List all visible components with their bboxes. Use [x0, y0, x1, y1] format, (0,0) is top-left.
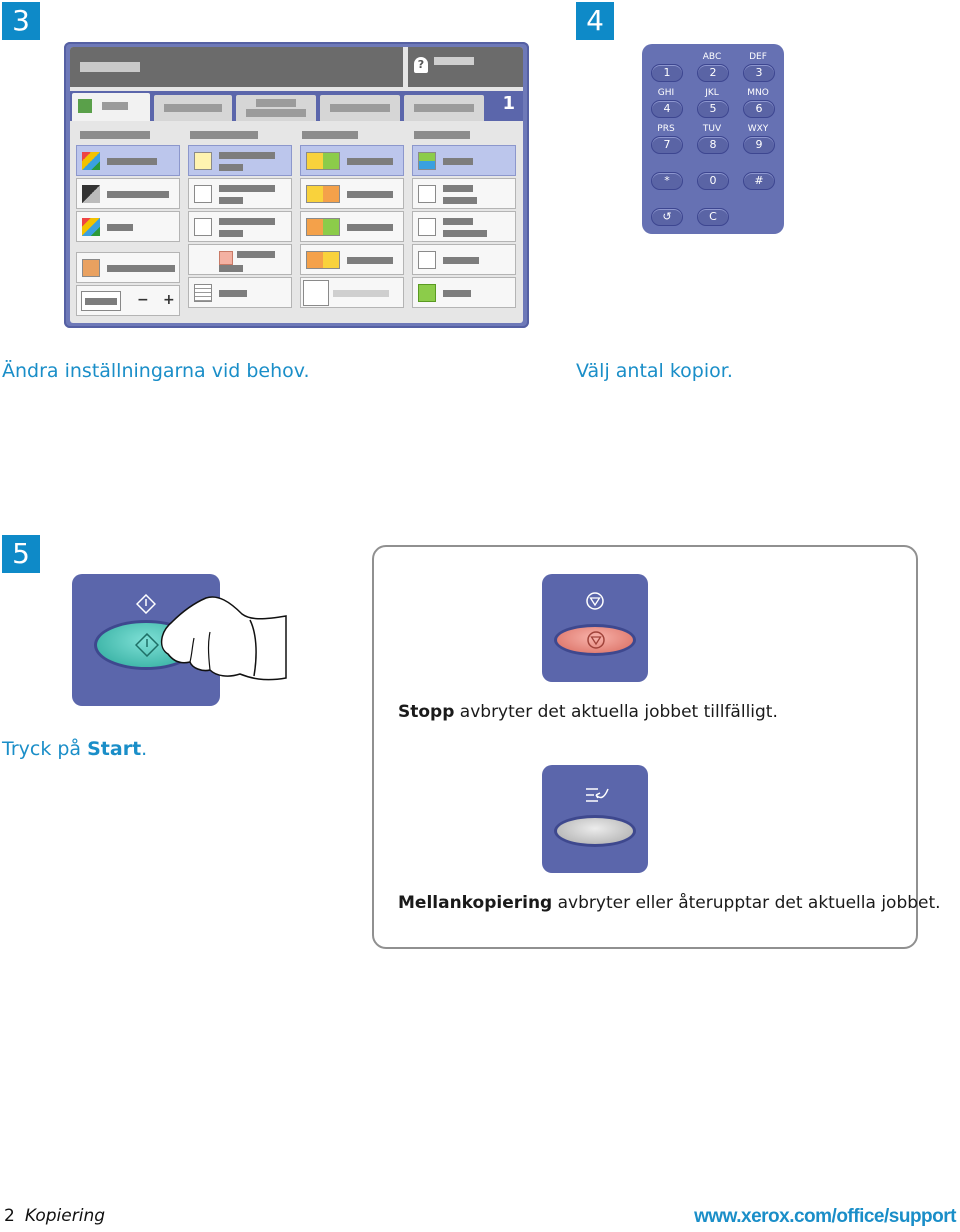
settings-column-4: [412, 145, 516, 315]
interrupt-text: avbryter eller återupptar det aktuella j…: [552, 893, 941, 913]
sides-option-1[interactable]: [300, 145, 404, 176]
column-header-2: [190, 131, 258, 139]
settings-column-3: [300, 145, 404, 315]
step-4-badge: 4: [576, 2, 614, 40]
key-letters-8: TUV: [702, 124, 722, 134]
tab-copy[interactable]: [72, 93, 150, 121]
reduce-option-4[interactable]: [188, 244, 292, 275]
key-4[interactable]: 4: [651, 100, 683, 118]
question-icon[interactable]: ?: [414, 57, 428, 73]
interrupt-button-key[interactable]: [554, 815, 636, 847]
step-5-caption-bold: Start: [87, 738, 142, 760]
stop-button[interactable]: [542, 574, 648, 682]
column-header-4: [414, 131, 470, 139]
key-letters-4: GHI: [657, 88, 675, 98]
key-letters-3: DEF: [749, 52, 767, 62]
hand-pressing-illustration: [160, 596, 287, 681]
minus-icon[interactable]: −: [137, 292, 149, 308]
key-5[interactable]: 5: [697, 100, 729, 118]
job-count: 1: [502, 93, 515, 114]
settings-column-1: − +: [76, 145, 180, 316]
tab-4[interactable]: [320, 95, 400, 121]
key-2[interactable]: 2: [697, 64, 729, 82]
step-3-badge: 3: [2, 2, 40, 40]
color-auto-option[interactable]: [76, 145, 180, 176]
touchscreen-display: ? 1 − +: [70, 47, 523, 323]
step-5-badge: 5: [2, 535, 40, 573]
key-hash[interactable]: #: [743, 172, 775, 190]
reduce-more-option[interactable]: [188, 277, 292, 308]
stop-icon: [586, 592, 604, 610]
key-letters-2: ABC: [702, 52, 722, 62]
key-letters-6: MNO: [747, 88, 769, 98]
stop-description: Stopp avbryter det aktuella jobbet tillf…: [398, 702, 778, 722]
interrupt-description: Mellankopiering avbryter eller återuppta…: [398, 893, 941, 913]
sides-option-4[interactable]: [300, 244, 404, 275]
interrupt-icon: [586, 788, 609, 802]
key-0[interactable]: 0: [697, 172, 729, 190]
step-5-caption-prefix: Tryck på: [2, 738, 88, 760]
stop-interrupt-info-box: [372, 545, 918, 949]
key-letters-5: JKL: [705, 88, 719, 98]
key-6[interactable]: 6: [743, 100, 775, 118]
sides-more-option[interactable]: [300, 277, 404, 308]
key-3[interactable]: 3: [743, 64, 775, 82]
step-5-caption-suffix: .: [141, 738, 148, 760]
reduce-enlarge-control[interactable]: − +: [76, 285, 180, 316]
reduce-auto-option[interactable]: [188, 145, 292, 176]
support-link[interactable]: www.xerox.com/office/support: [694, 1206, 956, 1227]
start-icon: [136, 594, 156, 614]
stop-button-key[interactable]: [554, 624, 636, 656]
paper-supply-option[interactable]: [76, 252, 180, 283]
interrupt-label: Mellankopiering: [398, 893, 553, 913]
step-4-caption: Välj antal kopior.: [576, 360, 733, 382]
tab-2[interactable]: [154, 95, 232, 121]
start-key-icon: [135, 633, 159, 657]
settings-column-2: [188, 145, 292, 315]
reduce-option-2[interactable]: [188, 178, 292, 209]
key-8[interactable]: 8: [697, 136, 729, 154]
column-header-1: [80, 131, 150, 139]
reduce-option-3[interactable]: [188, 211, 292, 242]
key-letters-9: WXY: [747, 124, 769, 134]
section-name: Kopiering: [24, 1206, 106, 1226]
stop-text: avbryter det aktuella jobbet tillfälligt…: [454, 702, 778, 722]
output-collated-option[interactable]: [412, 145, 516, 176]
output-option-4[interactable]: [412, 244, 516, 275]
output-option-2[interactable]: [412, 178, 516, 209]
page-number: 2: [4, 1206, 15, 1226]
stop-key-icon: [587, 631, 605, 649]
key-9[interactable]: 9: [743, 136, 775, 154]
sides-option-2[interactable]: [300, 178, 404, 209]
key-C[interactable]: C: [697, 208, 729, 226]
dial-pause-icon[interactable]: ↺: [651, 208, 683, 226]
key-letters-7: PRS: [657, 124, 675, 134]
column-header-3: [302, 131, 358, 139]
step-3-caption: Ändra inställningarna vid behov.: [2, 360, 310, 382]
interrupt-button[interactable]: [542, 765, 648, 873]
tab-3[interactable]: [236, 95, 316, 121]
output-more-option[interactable]: [412, 277, 516, 308]
stop-label: Stopp: [398, 702, 455, 722]
color-bw-option[interactable]: [76, 178, 180, 209]
help-area[interactable]: ?: [408, 47, 523, 87]
tab-bar: 1: [70, 91, 523, 121]
plus-icon[interactable]: +: [163, 292, 175, 308]
sides-option-3[interactable]: [300, 211, 404, 242]
color-full-option[interactable]: [76, 211, 180, 242]
output-option-3[interactable]: [412, 211, 516, 242]
status-bar: [70, 47, 403, 87]
touchscreen-panel: ? 1 − +: [64, 42, 529, 328]
footer-page-info: 2 Kopiering: [4, 1206, 105, 1226]
key-7[interactable]: 7: [651, 136, 683, 154]
key-1[interactable]: 1: [651, 64, 683, 82]
step-5-caption: Tryck på Start.: [2, 738, 147, 760]
tab-5[interactable]: [404, 95, 484, 121]
key-star[interactable]: *: [651, 172, 683, 190]
